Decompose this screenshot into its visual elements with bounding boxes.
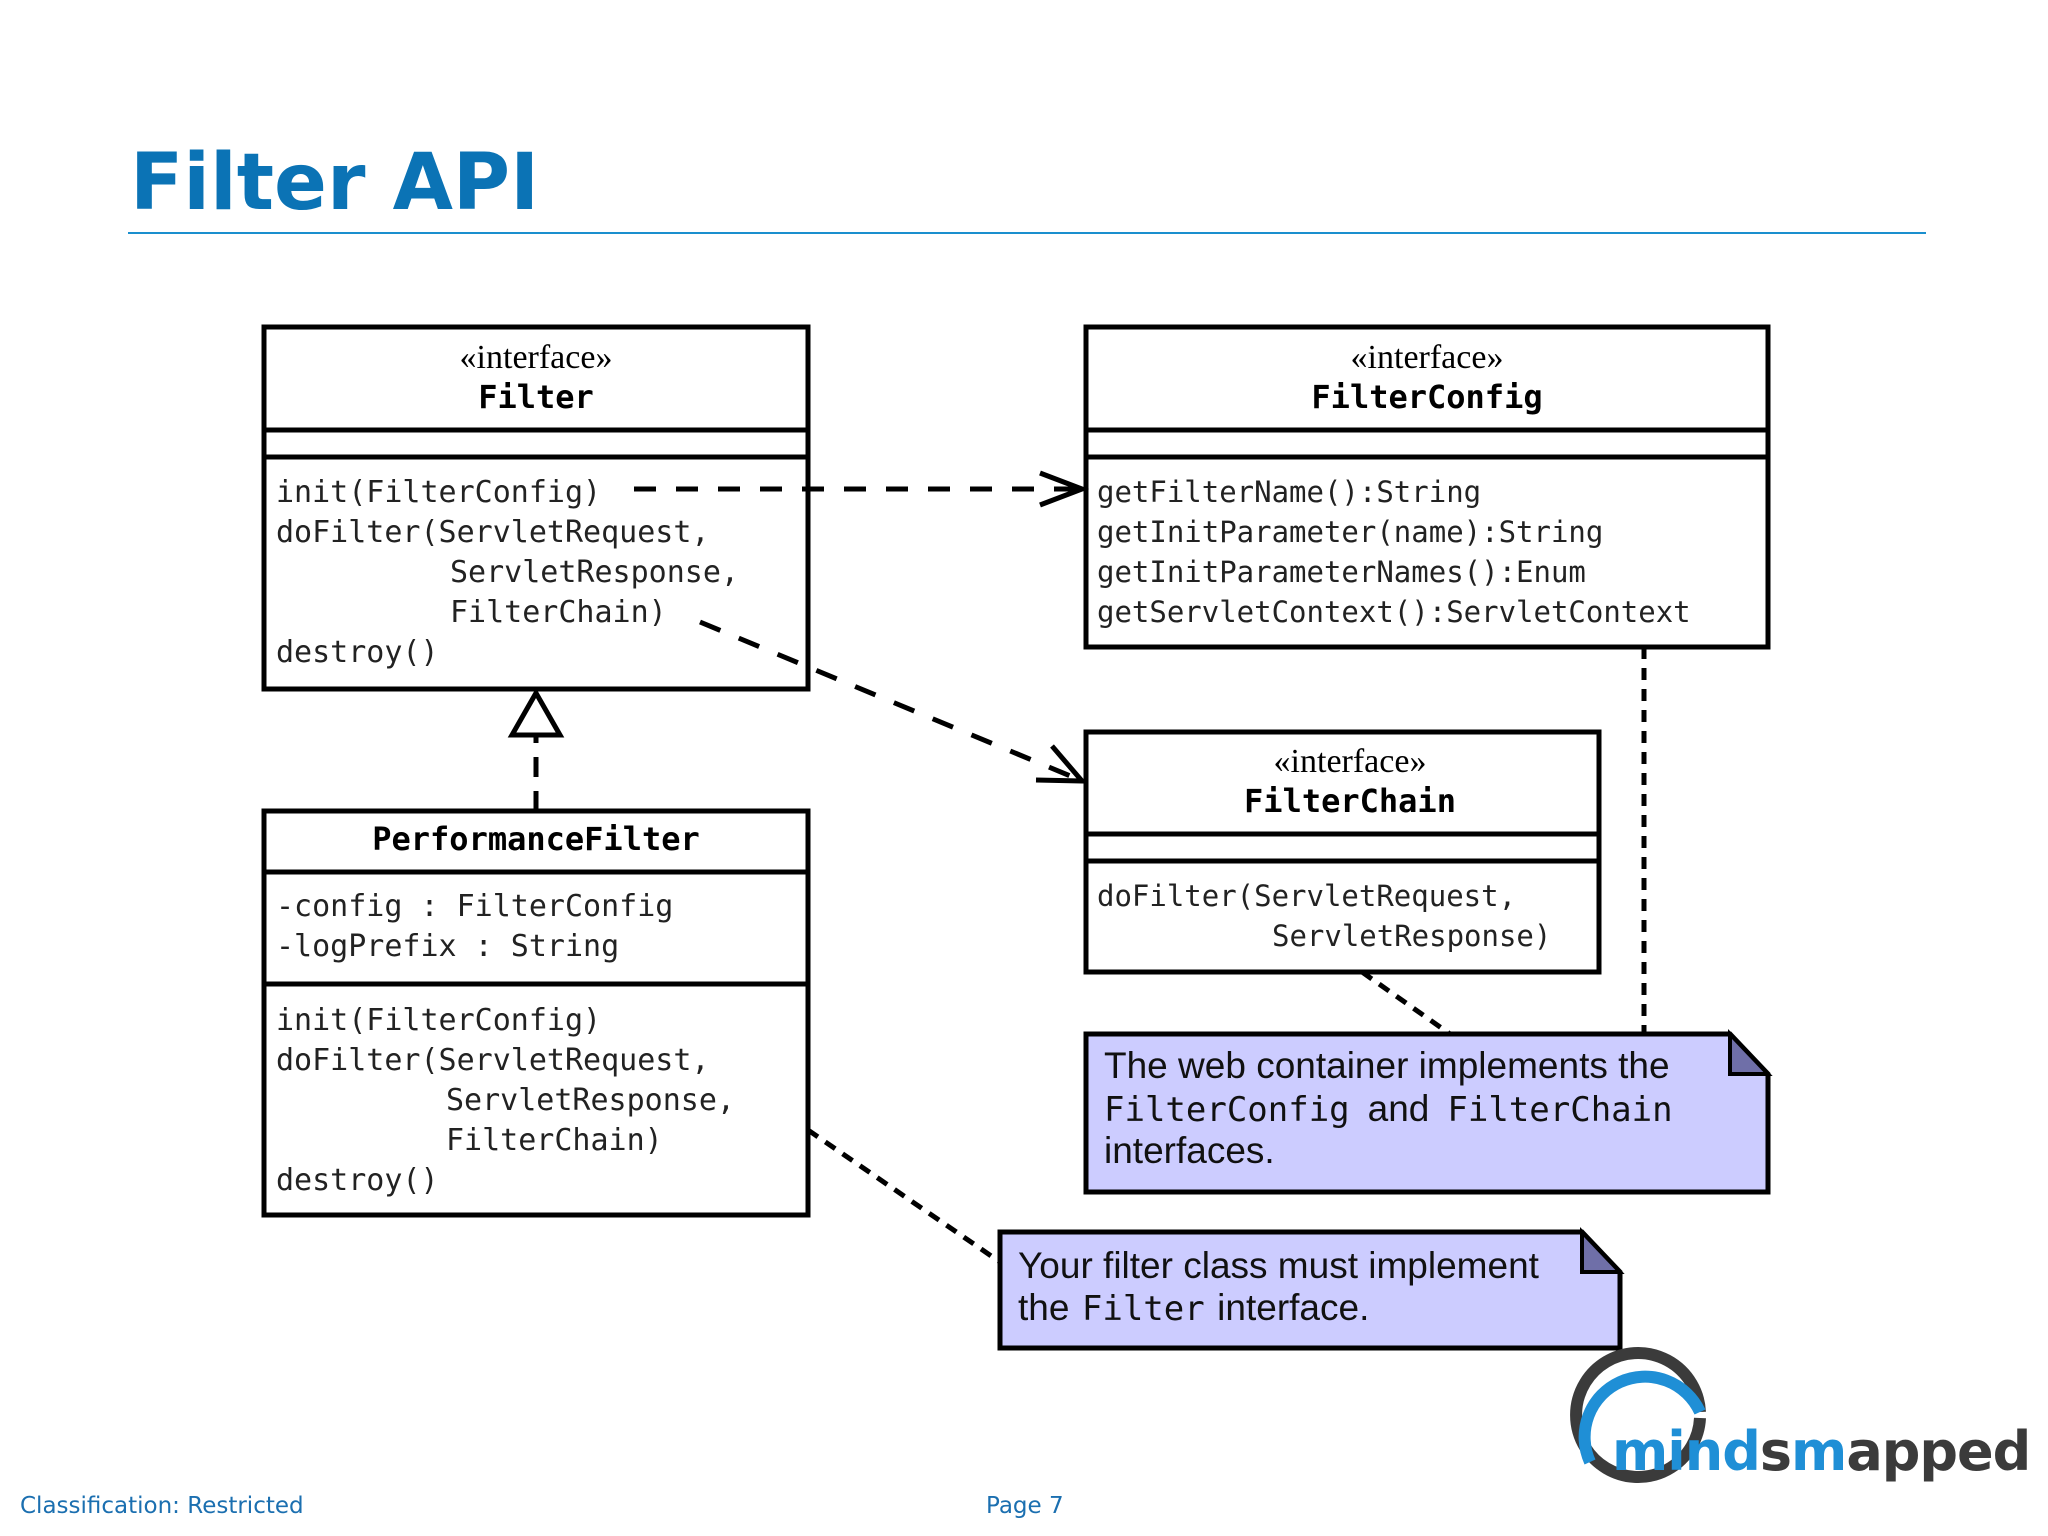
note-container-line3: interfaces. [1104, 1130, 1275, 1171]
note-filter-line2: the Filter interface. [1018, 1287, 1369, 1329]
note-container-line1: The web container implements the [1104, 1045, 1670, 1086]
note-container-implements: The web container implements the FilterC… [1083, 1028, 1773, 1195]
note-container-code-filterconfig: FilterConfig [1104, 1090, 1350, 1130]
note-container-code-filterchain: FilterChain [1447, 1090, 1672, 1130]
filter-interface-box: «interface» Filter init(FilterConfig) do… [261, 324, 811, 692]
performancefilter-method: FilterChain) [446, 1123, 663, 1158]
filter-name: Filter [478, 378, 594, 416]
note-filter-code: Filter [1082, 1289, 1205, 1329]
note-anchor-filterchain [1360, 969, 1452, 1037]
mindsmapped-logo: mindsmapped [1570, 1347, 2031, 1483]
filter-method: init(FilterConfig) [276, 475, 601, 510]
dependency-arrow-filterconfig [634, 470, 1090, 508]
dependency-arrow-filterchain [699, 619, 1088, 784]
filter-method: doFilter(ServletRequest, [276, 515, 709, 550]
note-filter-the: the [1018, 1287, 1069, 1328]
note-container-and: and [1368, 1088, 1430, 1129]
performancefilter-name: PerformanceFilter [372, 820, 700, 858]
performancefilter-method: destroy() [276, 1163, 439, 1198]
filter-method: destroy() [276, 635, 439, 670]
filter-method: ServletResponse, [450, 555, 739, 590]
performancefilter-method: ServletResponse, [446, 1083, 735, 1118]
note-anchor-performancefilter [806, 1127, 1002, 1265]
filterchain-interface-box: «interface» FilterChain doFilter(Servlet… [1083, 729, 1602, 975]
footer-page-number: Page 7 [986, 1493, 1064, 1519]
realization-arrow [507, 687, 565, 811]
filter-stereotype: «interface» [460, 339, 613, 376]
slide-title: Filter API [130, 138, 540, 228]
filterchain-stereotype: «interface» [1274, 743, 1427, 780]
filterchain-method: doFilter(ServletRequest, [1097, 879, 1516, 913]
performancefilter-class-box: PerformanceFilter -config : FilterConfig… [261, 808, 811, 1218]
filterchain-name: FilterChain [1244, 782, 1456, 820]
filterconfig-method: getInitParameterNames():Enum [1097, 555, 1586, 589]
filterchain-method: ServletResponse) [1272, 919, 1551, 953]
note-container-line2: FilterConfig and FilterChain [1104, 1088, 1673, 1130]
performancefilter-attribute: -logPrefix : String [276, 929, 619, 964]
note-filter-must-implement: Your filter class must implement the Fil… [997, 1226, 1625, 1351]
filterconfig-interface-box: «interface» FilterConfig getFilterName()… [1083, 324, 1771, 650]
filterconfig-method: getInitParameter(name):String [1097, 515, 1603, 549]
performancefilter-method: init(FilterConfig) [276, 1003, 601, 1038]
filterconfig-method: getServletContext():ServletContext [1097, 595, 1691, 629]
filterconfig-method: getFilterName():String [1097, 475, 1481, 509]
note-filter-rest: interface. [1217, 1287, 1369, 1328]
performancefilter-attribute: -config : FilterConfig [276, 889, 673, 924]
filterconfig-name: FilterConfig [1311, 378, 1542, 416]
note-filter-line1: Your filter class must implement [1018, 1245, 1540, 1286]
filter-method: FilterChain) [450, 595, 667, 630]
logo-wordmark: mindsmapped [1612, 1420, 2030, 1483]
filterconfig-stereotype: «interface» [1351, 339, 1504, 376]
footer-classification: Classification: Restricted [20, 1493, 304, 1519]
title-divider [128, 232, 1926, 234]
performancefilter-method: doFilter(ServletRequest, [276, 1043, 709, 1078]
